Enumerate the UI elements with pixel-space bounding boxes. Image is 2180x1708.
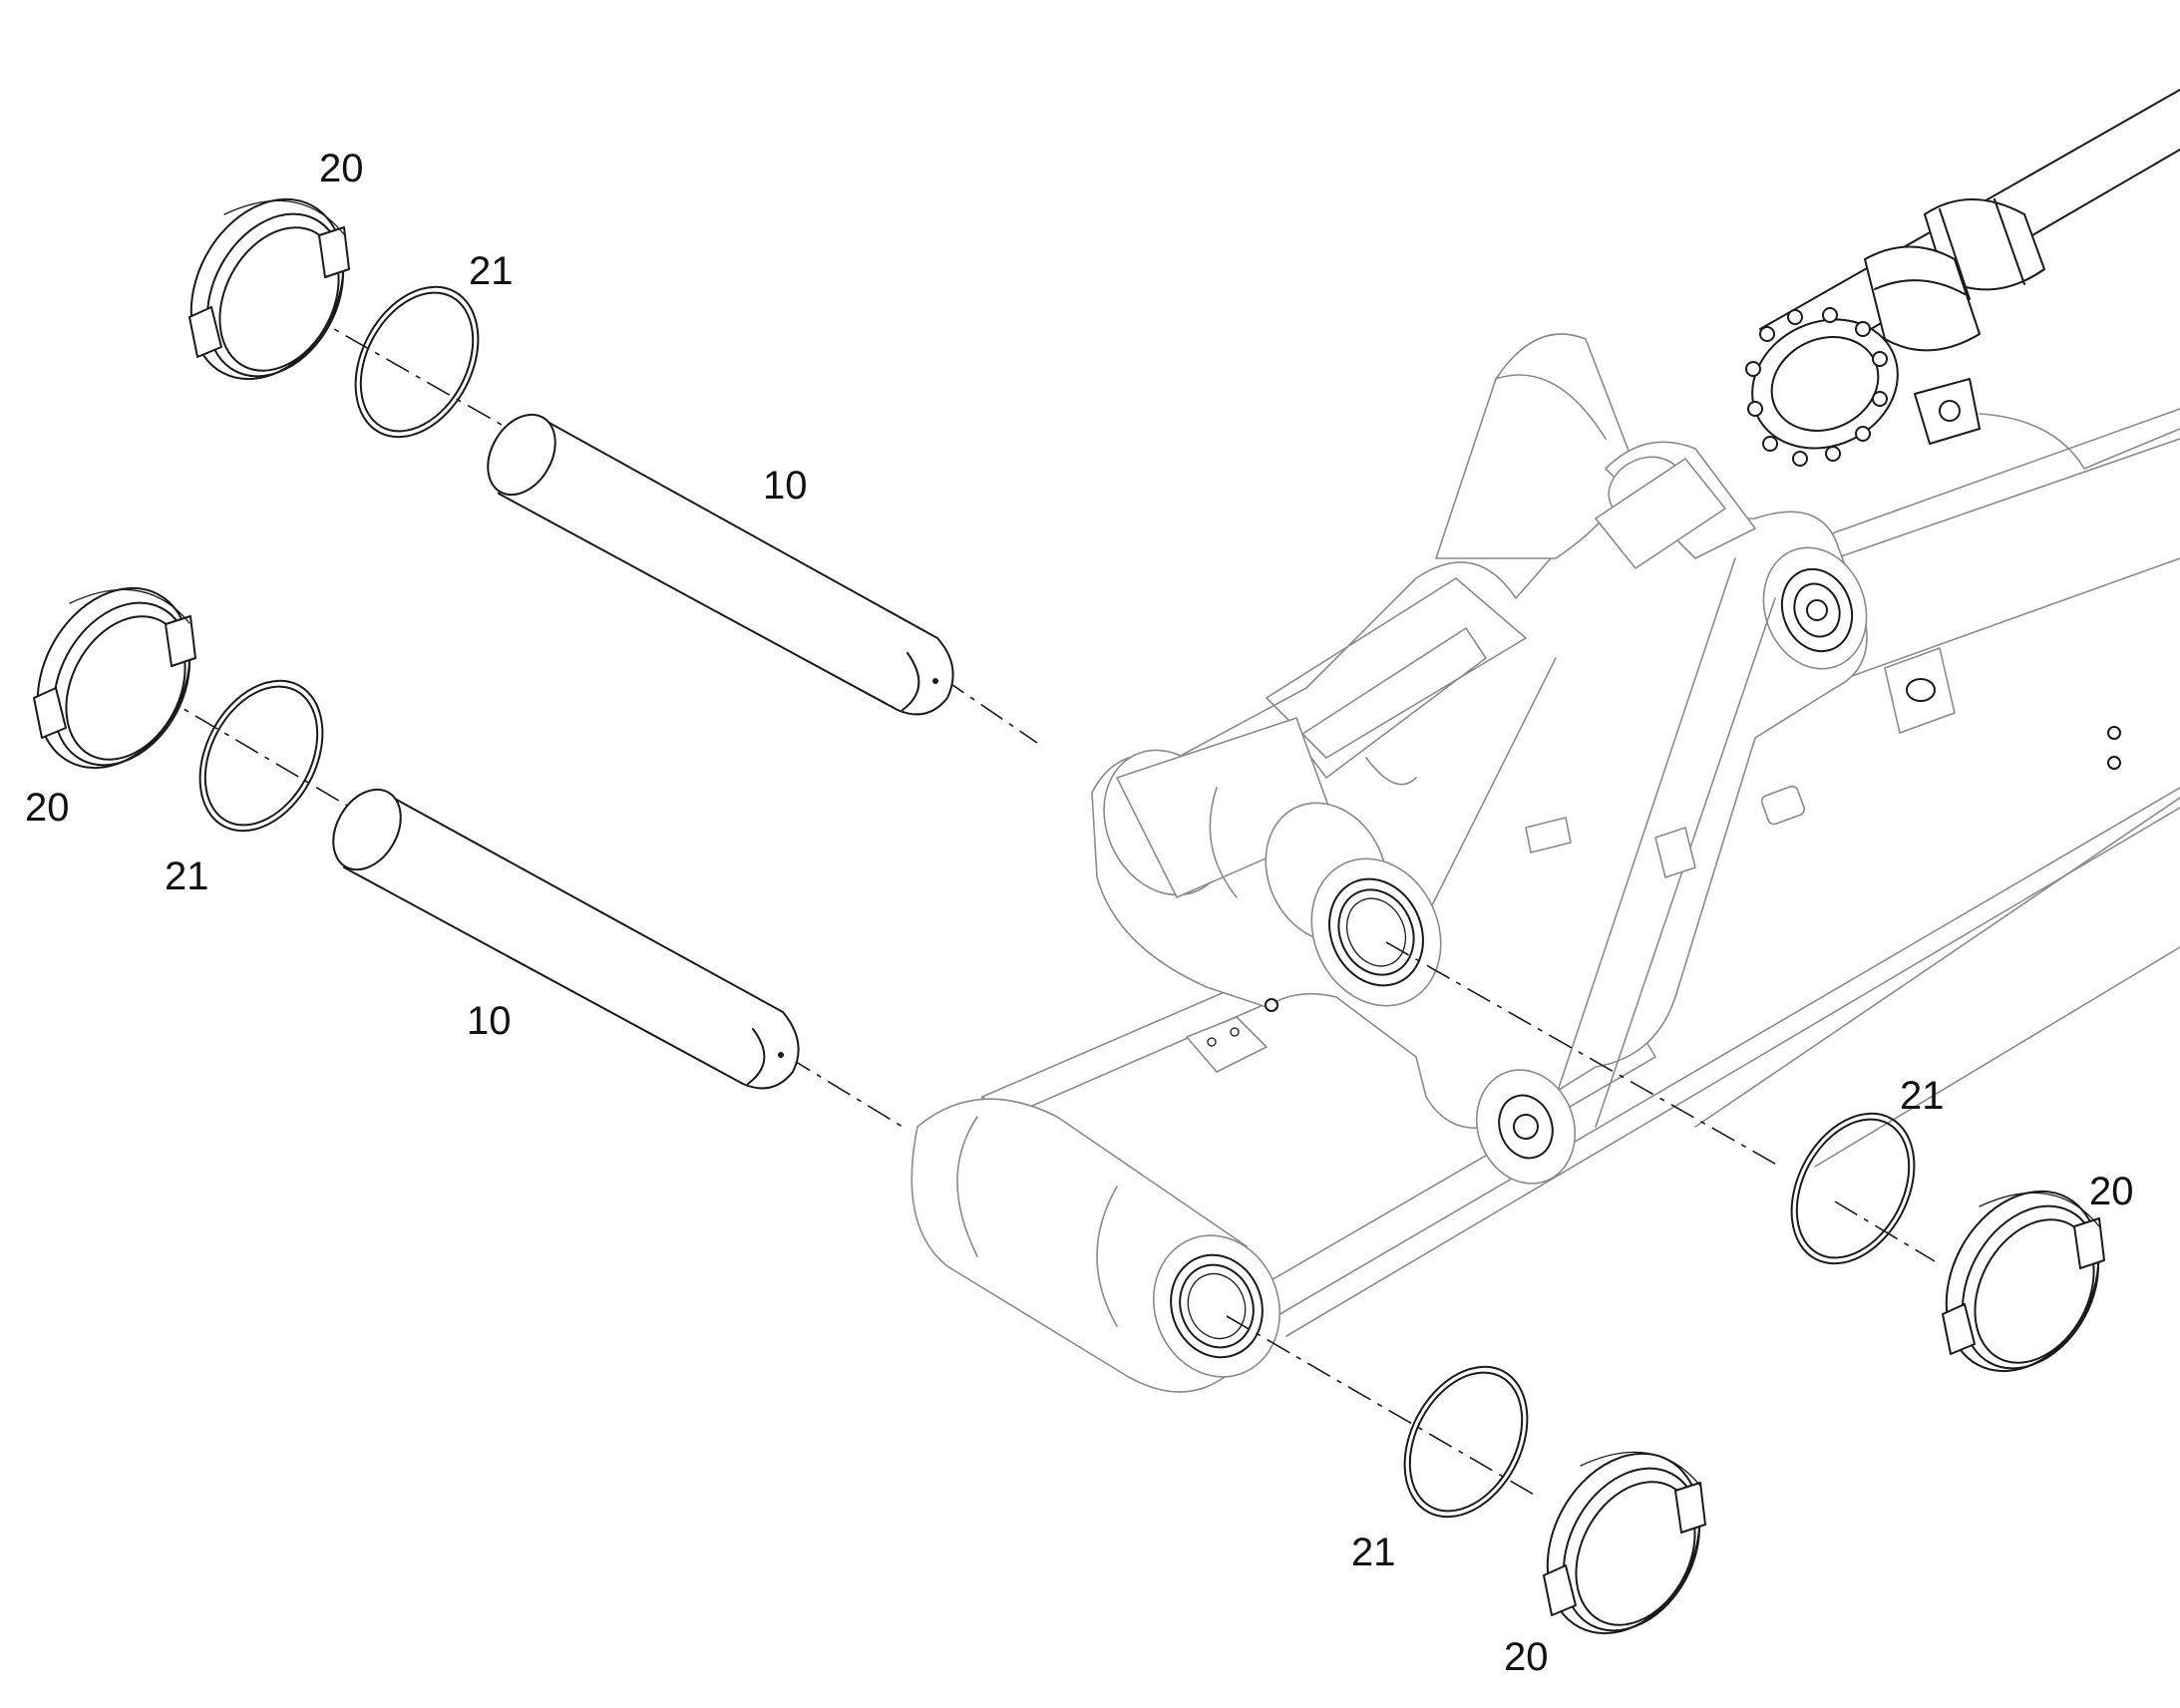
- boom-assembly: [910, 89, 2180, 1393]
- callout-ring-top: 21: [469, 249, 514, 293]
- pin-10-lower: [332, 788, 800, 1090]
- callout-pin-top: 10: [763, 464, 808, 508]
- ring-21-mid: [198, 679, 324, 833]
- callout-ring-right: 21: [1900, 1074, 1945, 1118]
- ring-21-bottom: [1403, 1365, 1529, 1519]
- flange-bolts: [1745, 307, 1888, 467]
- callout-ring-bottom: 21: [1351, 1531, 1396, 1574]
- nut-20-right: [1942, 1190, 2105, 1373]
- ring-21-top: [354, 285, 480, 439]
- nut-20-bottom: [1543, 1451, 1706, 1635]
- ring-21-right: [1790, 1112, 1916, 1265]
- pin-10-upper: [487, 413, 954, 716]
- callout-nut-top: 20: [319, 147, 364, 190]
- callout-nut-left: 20: [25, 786, 70, 830]
- callout-ring-left: 21: [165, 854, 209, 898]
- nut-20-left: [33, 586, 196, 770]
- callout-nut-right: 20: [2089, 1170, 2134, 1213]
- callout-nut-bottom: 20: [1504, 1635, 1549, 1679]
- callout-labels: 20 21 10 20 21 10 21 20 21 20: [25, 147, 2134, 1679]
- nut-20-top: [188, 197, 350, 381]
- callout-pin-bottom: 10: [467, 999, 512, 1043]
